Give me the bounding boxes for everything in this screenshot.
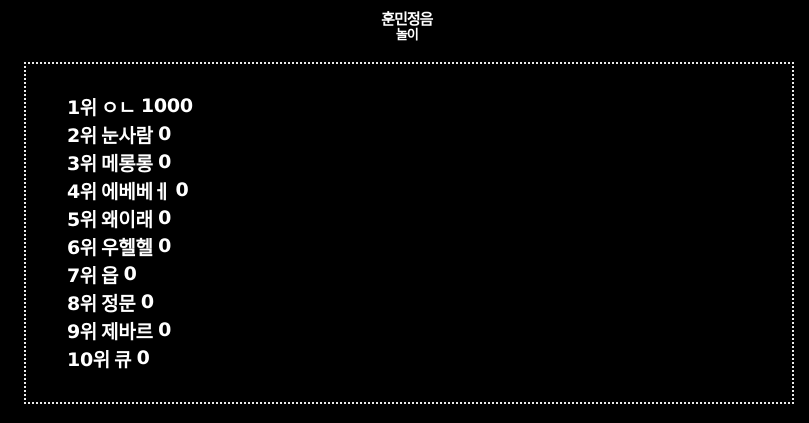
rank-label: 7위 xyxy=(67,264,98,287)
rank-label: 2위 xyxy=(67,124,98,147)
ranking-row: 8위 정문 0 xyxy=(67,288,193,316)
ranking-list: 1위 ㅇㄴ 1000 2위 눈사람 0 3위 메롱롱 0 4위 에베베ㅔ 0 5… xyxy=(67,92,193,372)
player-score: 0 xyxy=(158,319,172,341)
rank-label: 6위 xyxy=(67,236,98,259)
player-name: 왜이래 xyxy=(101,208,154,231)
game-logo: 훈민정음 놀이 xyxy=(372,10,442,56)
ranking-row: 7위 읍 0 xyxy=(67,260,193,288)
logo-title-line1: 훈민정음 xyxy=(381,10,433,28)
player-name: 우헬헬 xyxy=(101,236,154,259)
player-score: 0 xyxy=(136,347,150,369)
player-score: 0 xyxy=(158,207,172,229)
player-name: 눈사람 xyxy=(101,124,154,147)
player-score: 0 xyxy=(158,235,172,257)
player-score: 0 xyxy=(175,179,189,201)
player-score: 0 xyxy=(123,263,137,285)
rank-label: 5위 xyxy=(67,208,98,231)
player-score: 0 xyxy=(140,291,154,313)
ranking-row: 5위 왜이래 0 xyxy=(67,204,193,232)
player-score: 0 xyxy=(158,123,172,145)
ranking-row: 2위 눈사람 0 xyxy=(67,120,193,148)
ranking-row: 9위 제바르 0 xyxy=(67,316,193,344)
player-name: 메롱롱 xyxy=(101,152,154,175)
player-name: 에베베ㅔ xyxy=(101,180,171,203)
ranking-row: 10위 큐 0 xyxy=(67,344,193,372)
ranking-row: 3위 메롱롱 0 xyxy=(67,148,193,176)
leaderboard-panel: 1위 ㅇㄴ 1000 2위 눈사람 0 3위 메롱롱 0 4위 에베베ㅔ 0 5… xyxy=(24,62,794,404)
ranking-row: 1위 ㅇㄴ 1000 xyxy=(67,92,193,120)
player-score: 0 xyxy=(158,151,172,173)
rank-label: 8위 xyxy=(67,292,98,315)
ranking-row: 4위 에베베ㅔ 0 xyxy=(67,176,193,204)
rank-label: 1위 xyxy=(67,96,98,119)
player-name: 제바르 xyxy=(101,320,154,343)
rank-label: 10위 xyxy=(67,348,111,371)
logo-title-line2: 놀이 xyxy=(396,28,419,43)
player-name: 읍 xyxy=(101,264,119,287)
ranking-row: 6위 우헬헬 0 xyxy=(67,232,193,260)
player-name: 정문 xyxy=(101,292,136,315)
player-name: 큐 xyxy=(114,348,132,371)
rank-label: 4위 xyxy=(67,180,98,203)
rank-label: 9위 xyxy=(67,320,98,343)
rank-label: 3위 xyxy=(67,152,98,175)
player-name: ㅇㄴ xyxy=(101,96,136,119)
player-score: 1000 xyxy=(140,95,193,117)
